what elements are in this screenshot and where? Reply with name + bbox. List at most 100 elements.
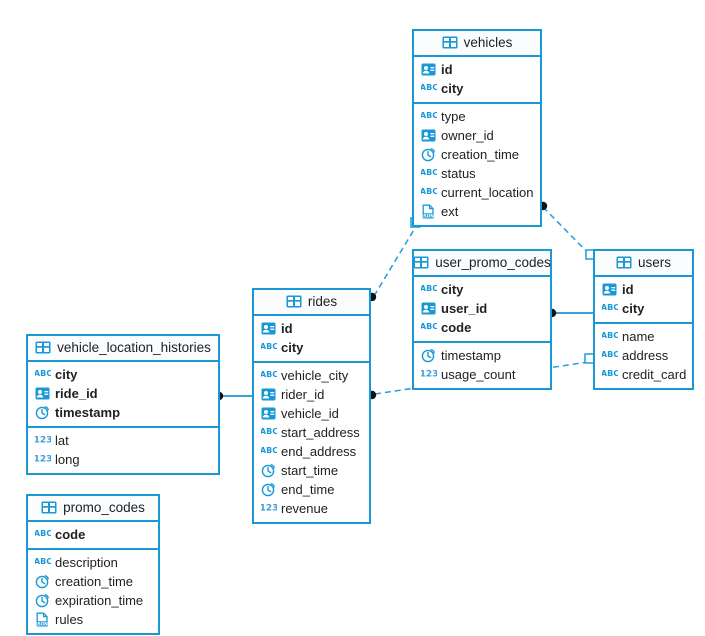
clock-icon (261, 482, 276, 497)
field-row[interactable]: ride_id (28, 384, 218, 403)
field-name: type (441, 109, 466, 124)
id-card-icon (421, 301, 436, 316)
table-grid-icon (442, 36, 458, 49)
table-header[interactable]: users (595, 251, 692, 277)
field-name: name (622, 329, 655, 344)
field-row[interactable]: start_time (254, 461, 369, 480)
field-row[interactable]: 123 lat (28, 431, 218, 450)
field-row[interactable]: user_id (414, 299, 550, 318)
table-header[interactable]: rides (254, 290, 369, 316)
svg-text:ABC: ABC (261, 427, 277, 436)
svg-text:ABC: ABC (421, 187, 437, 196)
field-row[interactable]: ABC address (595, 346, 692, 365)
table-name: users (637, 255, 671, 270)
id-card-icon (261, 321, 276, 336)
field-name: ext (441, 204, 459, 219)
123-number-icon: 123 (35, 433, 51, 448)
edge-vlh-rides (214, 391, 252, 401)
field-row[interactable]: creation_time (414, 145, 540, 164)
abc-string-icon: ABC (602, 301, 618, 316)
clock-icon (35, 593, 50, 608)
field-name: address (622, 348, 669, 363)
field-name: rider_id (281, 387, 325, 402)
field-row[interactable]: vehicle_id (254, 404, 369, 423)
table-name: user_promo_codes (435, 255, 551, 270)
svg-text:ABC: ABC (421, 284, 437, 293)
field-name: city (281, 340, 304, 355)
abc-string-icon: ABC (421, 166, 437, 181)
id-card-icon (602, 282, 617, 297)
field-name: expiration_time (55, 593, 144, 608)
svg-text:ABC: ABC (35, 557, 51, 566)
123-number-icon: 123 (261, 501, 277, 516)
field-row[interactable]: 123 usage_count (414, 365, 550, 384)
field-row[interactable]: timestamp (28, 403, 218, 422)
field-name: id (281, 321, 293, 336)
field-name: timestamp (441, 348, 501, 363)
field-row[interactable]: id (595, 280, 692, 299)
field-row[interactable]: rider_id (254, 385, 369, 404)
table-header[interactable]: user_promo_codes (413, 251, 551, 277)
field-name: ride_id (55, 386, 98, 401)
field-row[interactable]: creation_time (28, 572, 158, 591)
table-header[interactable]: vehicles (414, 31, 540, 57)
edge-userpromocodes-users (547, 308, 593, 318)
table-header[interactable]: promo_codes (28, 496, 158, 522)
table-name: promo_codes (63, 500, 145, 515)
abc-string-icon: ABC (602, 367, 618, 382)
field-row[interactable]: expiration_time (28, 591, 158, 610)
abc-string-icon: ABC (35, 555, 51, 570)
field-row[interactable]: id (254, 319, 369, 338)
table-name: rides (307, 294, 338, 309)
column-section: timestamp 123 usage_count (414, 343, 550, 388)
svg-text:ABC: ABC (421, 83, 437, 92)
field-row[interactable]: id (414, 60, 540, 79)
field-name: owner_id (441, 128, 494, 143)
field-row[interactable]: end_time (254, 480, 369, 499)
field-row[interactable]: timestamp (414, 346, 550, 365)
field-name: code (55, 527, 86, 542)
field-name: current_location (441, 185, 534, 200)
table-grid-icon (616, 256, 632, 269)
json-document-icon: JSON (421, 204, 436, 219)
field-name: usage_count (441, 367, 516, 382)
field-row[interactable]: JSON ext (414, 202, 540, 221)
field-name: start_time (281, 463, 339, 478)
field-name: lat (55, 433, 69, 448)
field-row[interactable]: owner_id (414, 126, 540, 145)
svg-text:123: 123 (421, 369, 437, 379)
abc-string-icon: ABC (602, 348, 618, 363)
table-header[interactable]: vehicle_location_histories (28, 336, 218, 362)
id-card-icon (261, 387, 276, 402)
field-row[interactable]: ABC current_location (414, 183, 540, 202)
abc-string-icon: ABC (261, 425, 277, 440)
